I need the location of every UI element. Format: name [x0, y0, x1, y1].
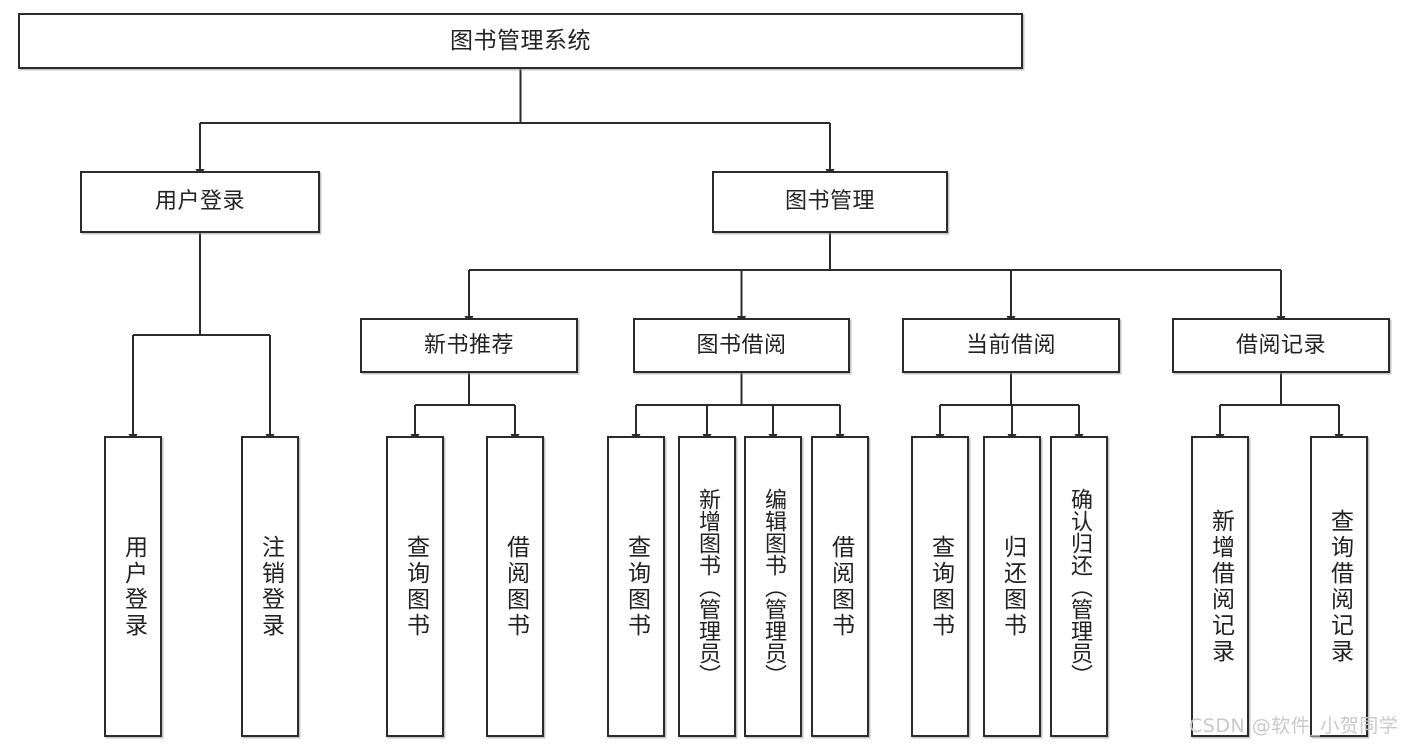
node-book-manage[interactable]: 图书管理: [712, 171, 948, 233]
node-label: 注销登录: [257, 534, 284, 639]
node-user-login[interactable]: 用户登录: [80, 171, 320, 233]
node-label: 新书推荐: [423, 332, 514, 358]
node-label: 图书管理: [784, 189, 875, 215]
node-root[interactable]: 图书管理系统: [18, 13, 1023, 69]
node-label: 查询借阅记录: [1326, 508, 1353, 665]
node-label: 归还图书: [999, 534, 1026, 639]
node-leaf-borrow-do[interactable]: 借阅图书: [811, 436, 869, 737]
node-leaf-user-logout[interactable]: 注销登录: [241, 436, 299, 737]
node-label: 用户登录: [120, 534, 147, 639]
node-leaf-cur-query[interactable]: 查询图书: [911, 436, 969, 737]
node-leaf-rec-add[interactable]: 新增借阅记录: [1191, 436, 1249, 737]
node-label: 查询图书: [927, 534, 954, 639]
node-current-borrow[interactable]: 当前借阅: [902, 318, 1120, 373]
node-label: 编辑图书（管理员）: [761, 487, 786, 686]
node-new-book-rec[interactable]: 新书推荐: [360, 318, 578, 373]
node-label: 用户登录: [154, 189, 245, 215]
node-label: 当前借阅: [965, 332, 1056, 358]
node-leaf-borrow-edit[interactable]: 编辑图书（管理员）: [744, 436, 802, 737]
node-label: 新增图书（管理员）: [695, 487, 720, 686]
node-leaf-cur-return[interactable]: 归还图书: [983, 436, 1041, 737]
node-book-borrow[interactable]: 图书借阅: [633, 318, 850, 373]
node-leaf-cur-confirm[interactable]: 确认归还（管理员）: [1050, 436, 1108, 737]
node-label: 图书借阅: [696, 332, 787, 358]
node-leaf-user-login[interactable]: 用户登录: [104, 436, 162, 737]
node-leaf-borrow-add[interactable]: 新增图书（管理员）: [678, 436, 736, 737]
node-leaf-rec-search[interactable]: 查询借阅记录: [1310, 436, 1368, 737]
node-borrow-record[interactable]: 借阅记录: [1172, 318, 1390, 373]
node-label: 新增借阅记录: [1207, 508, 1234, 665]
connectors-group: [128, 69, 1344, 443]
node-label: 借阅图书: [502, 534, 529, 639]
node-label: 图书管理系统: [450, 27, 591, 54]
node-leaf-rec-query[interactable]: 查询图书: [386, 436, 444, 737]
node-leaf-rec-borrow[interactable]: 借阅图书: [486, 436, 544, 737]
node-label: 确认归还（管理员）: [1067, 487, 1092, 686]
node-label: 查询图书: [402, 534, 429, 639]
node-leaf-borrow-query[interactable]: 查询图书: [607, 436, 665, 737]
node-label: 借阅记录: [1235, 332, 1326, 358]
node-label: 查询图书: [623, 534, 650, 639]
node-label: 借阅图书: [827, 534, 854, 639]
